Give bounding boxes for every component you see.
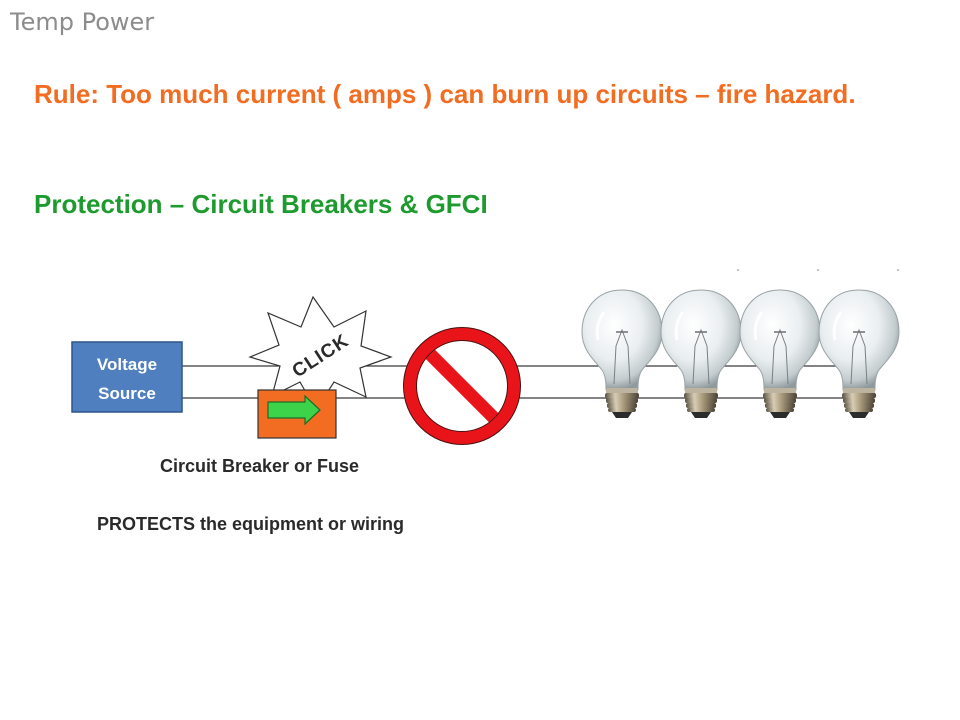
circuit-breaker-box [257, 389, 337, 439]
voltage-source-label-line2: Source [98, 384, 156, 403]
no-symbol-icon [403, 327, 521, 445]
light-bulb [580, 288, 664, 420]
protection-heading: Protection – Circuit Breakers & GFCI [34, 189, 488, 219]
voltage-source-label-line1: Voltage [97, 355, 157, 374]
protects-caption: PROTECTS the equipment or wiring [97, 514, 405, 534]
light-bulb [817, 288, 901, 420]
breaker-caption: Circuit Breaker or Fuse [160, 456, 360, 476]
rule-text: Rule: Too much current ( amps ) can burn… [34, 79, 856, 109]
light-bulb [659, 288, 743, 420]
slide-title: Temp Power [10, 8, 155, 36]
voltage-source-box: Voltage Source [71, 341, 183, 413]
light-bulb [738, 288, 822, 420]
right-arrow-icon [267, 394, 321, 426]
